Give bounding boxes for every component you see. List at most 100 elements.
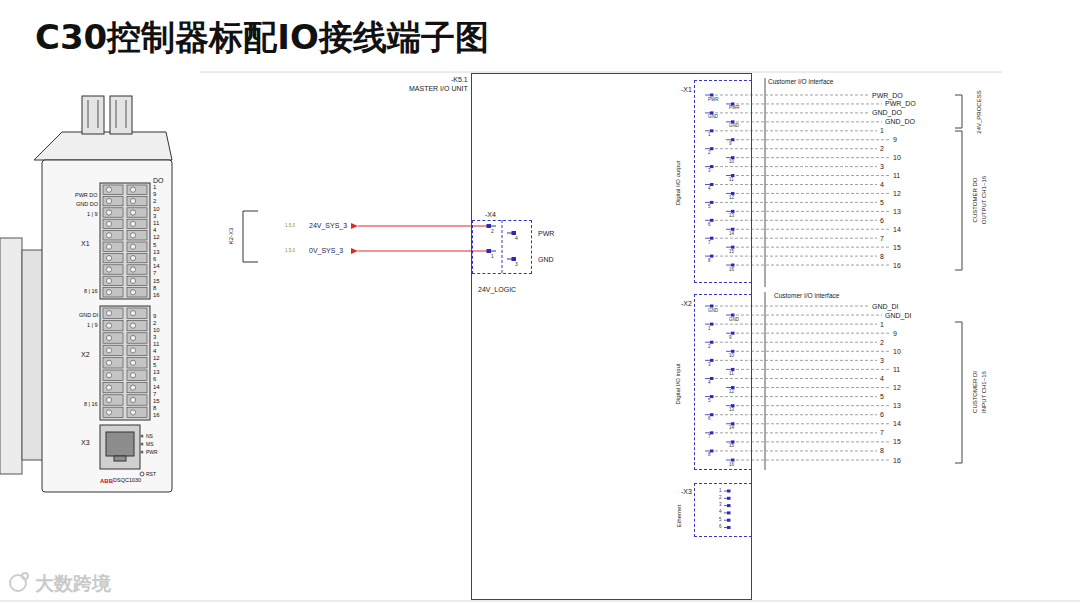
dashed-wire <box>736 229 890 230</box>
terminal-screw <box>130 187 135 192</box>
terminal-pin <box>726 121 731 122</box>
terminal-screw <box>106 278 111 283</box>
pin-number: 16 <box>153 412 160 418</box>
terminal-pin <box>710 305 714 308</box>
pin-number: 11 <box>729 372 734 377</box>
terminal-pin <box>726 423 731 424</box>
terminal-pin <box>710 413 714 416</box>
pin-number: 4 <box>708 187 711 192</box>
terminal-pin <box>710 431 714 434</box>
signal-name: GND_DO <box>872 109 902 116</box>
led-name: NS <box>146 434 153 439</box>
terminal-cell <box>103 308 123 318</box>
terminal-screw <box>130 335 135 340</box>
terminal-pin <box>710 377 714 380</box>
pin-number: GND <box>708 309 718 314</box>
signal-name: 2 <box>880 145 884 152</box>
terminal-pin <box>726 441 731 442</box>
terminal-pin <box>726 193 731 194</box>
pin-number: 8 <box>708 259 711 264</box>
terminal-cell <box>103 242 123 251</box>
signal-name: 1 <box>880 127 884 134</box>
pin-number: 6 <box>708 223 711 228</box>
module-marking: PWR DO <box>75 193 98 199</box>
terminal-cell <box>127 288 147 297</box>
terminal-screw <box>106 335 111 340</box>
pin-number: 4 <box>515 236 518 241</box>
pin-number: 14 <box>729 426 734 431</box>
terminal-pin <box>731 314 735 317</box>
signal-name: 15 <box>893 244 901 251</box>
signal-name: 6 <box>880 217 884 224</box>
terminal-pin <box>727 511 731 514</box>
module-marking: 1 | 9 <box>87 212 98 218</box>
button-name: RST <box>146 472 156 477</box>
signal-name: GND_DI <box>872 303 898 310</box>
interface-line <box>765 78 766 287</box>
terminal-screw <box>106 256 111 261</box>
terminal-block: -X1Digital I/O output <box>694 80 752 283</box>
pin-number: 5 <box>153 362 156 368</box>
terminal-pin <box>710 183 714 186</box>
signal-name: 11 <box>893 172 900 179</box>
terminal-screw <box>130 278 135 283</box>
signal-name: 3 <box>880 163 884 170</box>
brand-logo: ABB <box>100 478 113 484</box>
terminal-cell <box>127 276 147 285</box>
pin-number: 2 <box>153 320 156 326</box>
signal-name: 4 <box>880 375 884 382</box>
terminal-cell <box>127 231 147 240</box>
terminal-pin <box>731 174 735 177</box>
terminal-screw <box>106 360 111 365</box>
terminal-pin <box>731 404 735 407</box>
pin-number: 8 <box>708 453 711 458</box>
pin-number: 7 <box>708 435 711 440</box>
terminal-cell <box>103 196 123 205</box>
terminal-pin <box>705 414 710 415</box>
dashed-wire <box>715 202 877 203</box>
signal-name: 12 <box>893 190 901 197</box>
terminal-pin <box>710 395 714 398</box>
signal-name: 11 <box>893 366 900 373</box>
dashed-wire <box>736 193 890 194</box>
dashed-wire <box>736 369 890 370</box>
terminal-screw <box>106 311 111 316</box>
pin-number: 11 <box>153 341 159 347</box>
terminal-pin <box>705 238 710 239</box>
pin-number: 12 <box>153 234 160 240</box>
pin-number: GND <box>708 115 718 120</box>
pin-number: 2 <box>719 496 722 501</box>
dashed-wire <box>736 333 890 334</box>
terminal-block: -X2Digital I/O input <box>694 294 752 470</box>
signal-name: 16 <box>893 262 901 269</box>
group-name: CUSTOMER DI <box>972 371 978 413</box>
terminal-pin <box>705 432 710 433</box>
terminal-pin <box>705 396 710 397</box>
terminal-cell <box>103 231 123 240</box>
signal-name: GND_DI <box>885 312 911 319</box>
terminal-cell <box>103 219 123 228</box>
dashed-wire <box>736 351 890 352</box>
pin-number: 3 <box>708 169 711 174</box>
pin-number: 1 <box>153 184 156 190</box>
terminal-pin <box>705 378 710 379</box>
terminal-pin <box>726 333 731 334</box>
signal-name: 7 <box>880 429 884 436</box>
pin-number: 12 <box>153 355 160 361</box>
pin-number: 6 <box>153 256 156 262</box>
terminal-pin <box>726 157 731 158</box>
terminal-screw <box>106 210 111 215</box>
terminal-cell <box>127 208 147 217</box>
dashed-wire <box>715 256 877 257</box>
signal-name: 9 <box>893 330 897 337</box>
pin-number: PWR <box>729 106 740 111</box>
terminal-pin <box>727 504 731 507</box>
terminal-pin <box>727 519 731 522</box>
dashed-wire <box>715 342 877 343</box>
bracket <box>243 211 258 262</box>
terminal-cell <box>103 382 123 392</box>
terminal-pin <box>731 386 735 389</box>
pin-number: 1 <box>491 254 494 259</box>
